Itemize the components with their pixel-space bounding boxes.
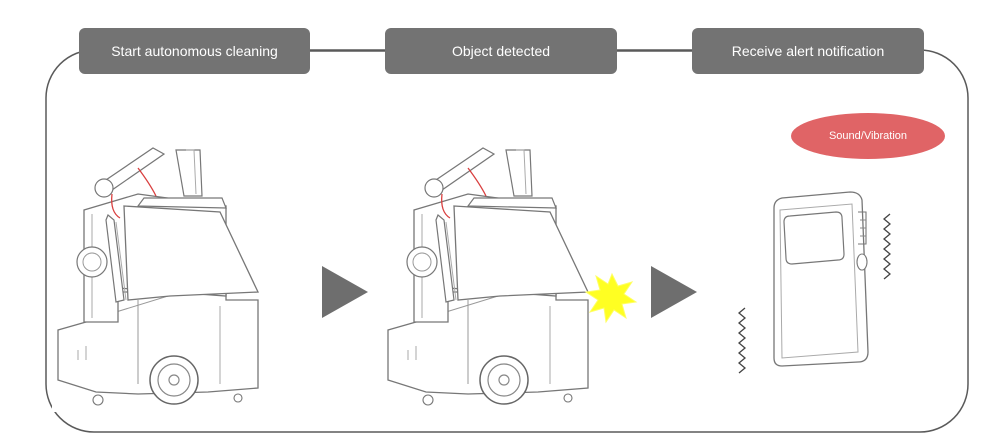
step-label-alert-notification: Receive alert notification: [692, 28, 924, 74]
play-arrow-icon: [651, 266, 697, 318]
robot-cleaner-icon: [382, 140, 594, 412]
vibration-wave-icon: [882, 213, 892, 280]
robot-cleaner-icon: [52, 140, 264, 412]
play-arrow-icon: [322, 266, 368, 318]
step-label-object-detected: Object detected: [385, 28, 617, 74]
handheld-device-icon: [773, 191, 869, 367]
step-label-start-cleaning: Start autonomous cleaning: [79, 28, 310, 74]
vibration-wave-icon: [737, 307, 747, 374]
detection-flash-icon: [584, 272, 638, 324]
sound-vibration-badge: Sound/Vibration: [791, 113, 945, 159]
